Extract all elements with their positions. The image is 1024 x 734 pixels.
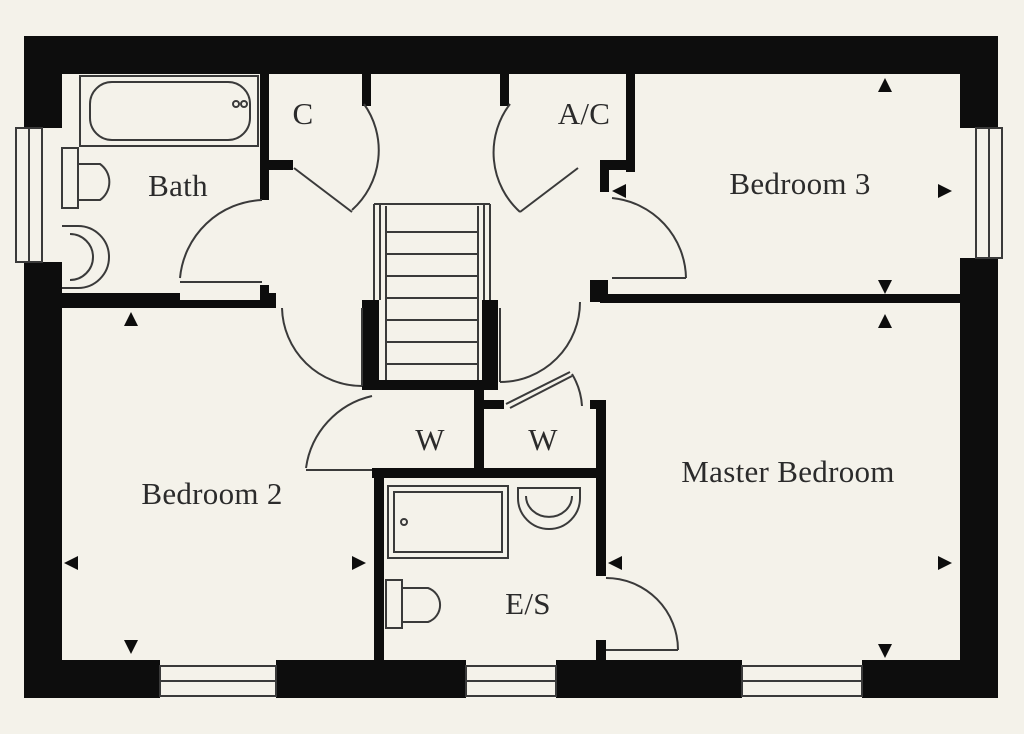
ensuite-basin	[517, 487, 581, 530]
exterior-walls	[24, 36, 998, 698]
dimension-markers	[64, 78, 952, 658]
window-right	[975, 127, 1003, 259]
window-bedroom-2	[159, 665, 277, 697]
window-left	[15, 127, 43, 263]
windows	[15, 127, 1003, 697]
window-master	[741, 665, 863, 697]
room-label-bedroom-3: Bedroom 3	[729, 166, 871, 201]
bath-toilet	[61, 147, 111, 209]
staircase	[373, 203, 491, 380]
ensuite-toilet	[385, 579, 442, 629]
room-label-ensuite: E/S	[505, 586, 551, 621]
shower-tray	[387, 485, 509, 559]
fixtures	[61, 75, 581, 629]
bath-basin	[62, 225, 110, 289]
room-label-master-bedroom: Master Bedroom	[681, 454, 895, 489]
bathtub	[79, 75, 259, 147]
interior-walls	[62, 74, 960, 660]
door-swings	[179, 103, 687, 651]
room-label-cupboard: C	[292, 96, 314, 131]
room-label-wardrobe-right: W	[528, 422, 558, 457]
room-label-airing-cupboard: A/C	[557, 96, 611, 131]
room-label-bath: Bath	[148, 168, 208, 203]
room-label-wardrobe-left: W	[415, 422, 445, 457]
window-ensuite	[465, 665, 557, 697]
room-label-bedroom-2: Bedroom 2	[141, 476, 283, 511]
